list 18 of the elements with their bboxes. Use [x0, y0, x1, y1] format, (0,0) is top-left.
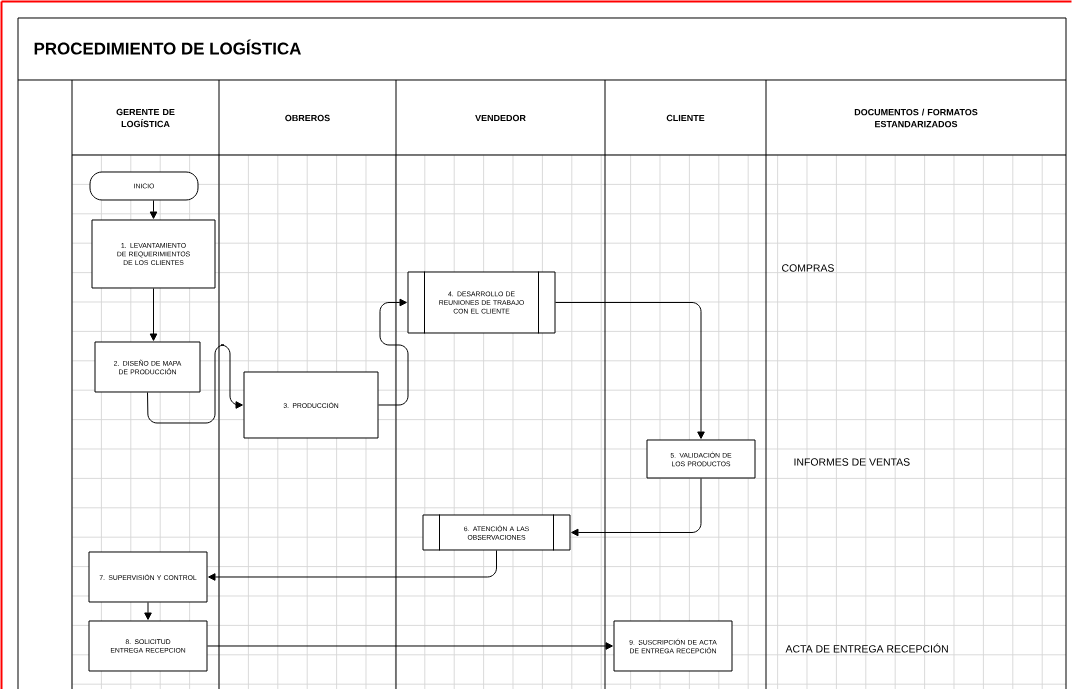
- arrow: [571, 478, 702, 537]
- arrow: [144, 602, 152, 620]
- column-header: GERENTE DE LOGÍSTICA: [116, 108, 175, 128]
- column-header: DOCUMENTOS / FORMATOS ESTANDARIZADOS: [854, 108, 978, 128]
- document-label: ACTA DE ENTREGA RECEPCIÓN: [785, 643, 948, 653]
- column-header: OBREROS: [285, 114, 330, 122]
- arrow: [147, 344, 243, 424]
- column-header: CLIENTE: [666, 114, 705, 122]
- title: PROCEDIMIENTO DE LOGÍSTICA: [34, 39, 301, 55]
- column-header: VENDEDOR: [475, 114, 526, 122]
- arrow: [207, 642, 613, 650]
- arrow: [149, 288, 158, 341]
- arrow: [378, 298, 409, 406]
- arrow: [208, 550, 497, 581]
- arrow: [149, 200, 158, 219]
- document-label: COMPRAS: [782, 264, 834, 272]
- arrow: [555, 302, 705, 439]
- document-label: INFORMES DE VENTAS: [794, 458, 910, 466]
